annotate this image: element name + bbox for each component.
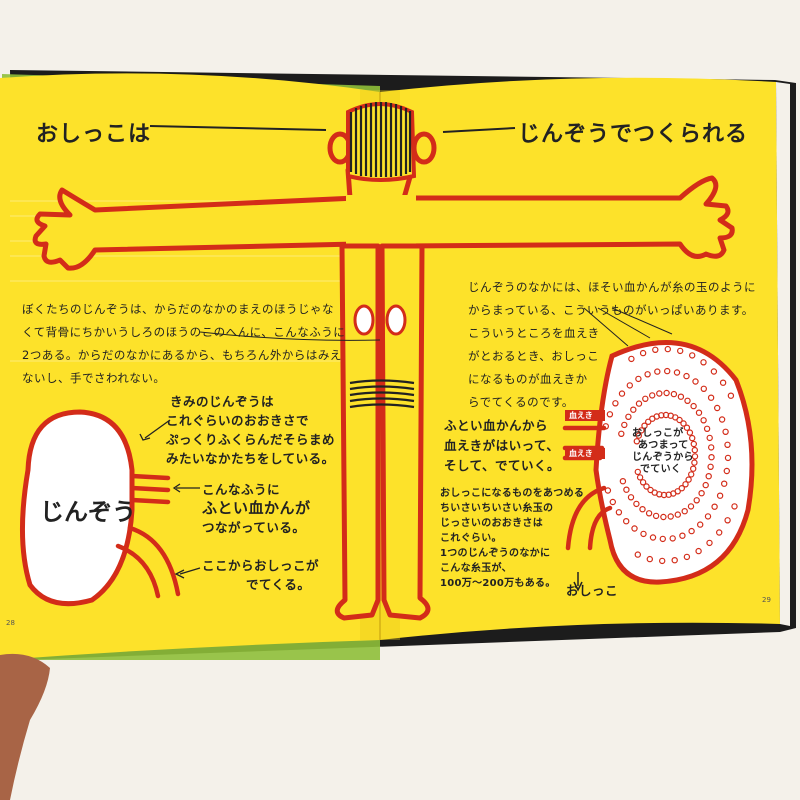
tag-blood-in: 血えき (569, 411, 593, 420)
note-urine-exit: ここからおしっこが でてくる。 (202, 558, 320, 592)
tag-blood-out: 血えき (569, 449, 593, 458)
note-kidney-shape: きみのじんぞうは これぐらいのおおきさで ぷっくりふくらんだそらまめ みたいなか… (166, 394, 336, 466)
page-number-left: 28 (6, 619, 15, 627)
note-glomerulus: おしっこになるものをあつめる ちいさいちいさい糸玉の じっさいのおおきさは これ… (440, 488, 585, 589)
figure-head (346, 102, 417, 182)
human-figure (32, 131, 735, 621)
page-number-right: 29 (762, 596, 771, 604)
figure-kidney-left (353, 304, 375, 336)
title-right: じんぞうでつくられる (518, 122, 749, 147)
right-paragraph: じんぞうのなかには、ほそい血かんが糸の玉のように からまっている、こういうものが… (468, 280, 756, 409)
kidney-center-label: おしっこが あつまって じんぞうから でていく (632, 428, 694, 475)
left-paragraph: ぼくたちのじんぞうは、からだのなかのまえのほうじゃな くて背骨にちかいうしろのほ… (22, 302, 346, 385)
large-kidney-illustration (19, 409, 181, 607)
note-blood-vessel: こんなふうに ふとい血かんが つながっている。 (202, 482, 311, 535)
hand (0, 653, 50, 800)
figure-belt (349, 379, 415, 409)
figure-kidney-right (385, 304, 407, 336)
urine-output-label: おしっこ (566, 583, 619, 598)
title-left: おしっこは (36, 122, 152, 147)
note-blood-flow: ふとい血かんから 血えきがはいって、 そして、でていく。 (444, 418, 561, 473)
kidney-label: じんぞう (40, 498, 136, 526)
